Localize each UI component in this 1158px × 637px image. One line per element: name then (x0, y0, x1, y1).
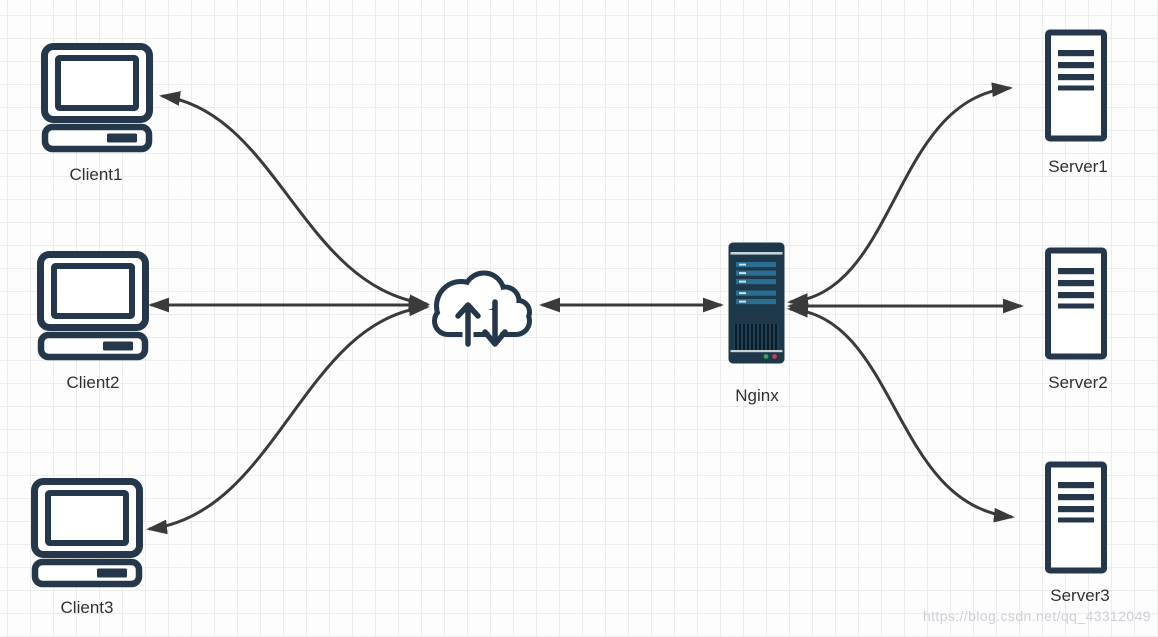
nginx-label: Nginx (735, 386, 779, 405)
edge-nginx-server3 (787, 303, 1015, 523)
client1-label: Client1 (69, 165, 123, 184)
upload-arrow-icon (455, 302, 481, 347)
server-rack-icon (1045, 247, 1107, 360)
server3-icon (1045, 461, 1107, 574)
edge-client3-cloud (146, 301, 430, 535)
server2-icon (1045, 247, 1107, 360)
server-rack-icon (1045, 461, 1107, 574)
cloud-outline (432, 270, 532, 337)
download-arrow-icon (482, 299, 508, 347)
desktop-computer-icon (41, 43, 153, 153)
client1-computer-icon (41, 43, 153, 153)
desktop-computer-icon (31, 478, 143, 588)
server3-label: Server3 (1050, 586, 1110, 605)
client3-computer-icon (31, 478, 143, 588)
cloud-upload-download-icon (432, 270, 532, 348)
csdn-watermark: https://blog.csdn.net/qq_43312049 (922, 608, 1151, 624)
client2-computer-icon (37, 251, 149, 361)
nginx-server-tower-icon (728, 242, 785, 364)
edge-client1-cloud (159, 91, 430, 309)
server2-label: Server2 (1048, 373, 1108, 392)
server1-icon (1045, 29, 1107, 142)
led-red (772, 354, 777, 359)
led-green (763, 354, 769, 359)
vent-grille (734, 324, 779, 350)
client2-label: Client2 (66, 373, 120, 392)
desktop-computer-icon (37, 251, 149, 361)
client3-label: Client3 (60, 598, 114, 617)
server-rack-icon (1045, 29, 1107, 142)
drive-bays (736, 262, 776, 305)
edge-nginx-server1 (787, 82, 1013, 308)
server1-label: Server1 (1048, 157, 1108, 176)
